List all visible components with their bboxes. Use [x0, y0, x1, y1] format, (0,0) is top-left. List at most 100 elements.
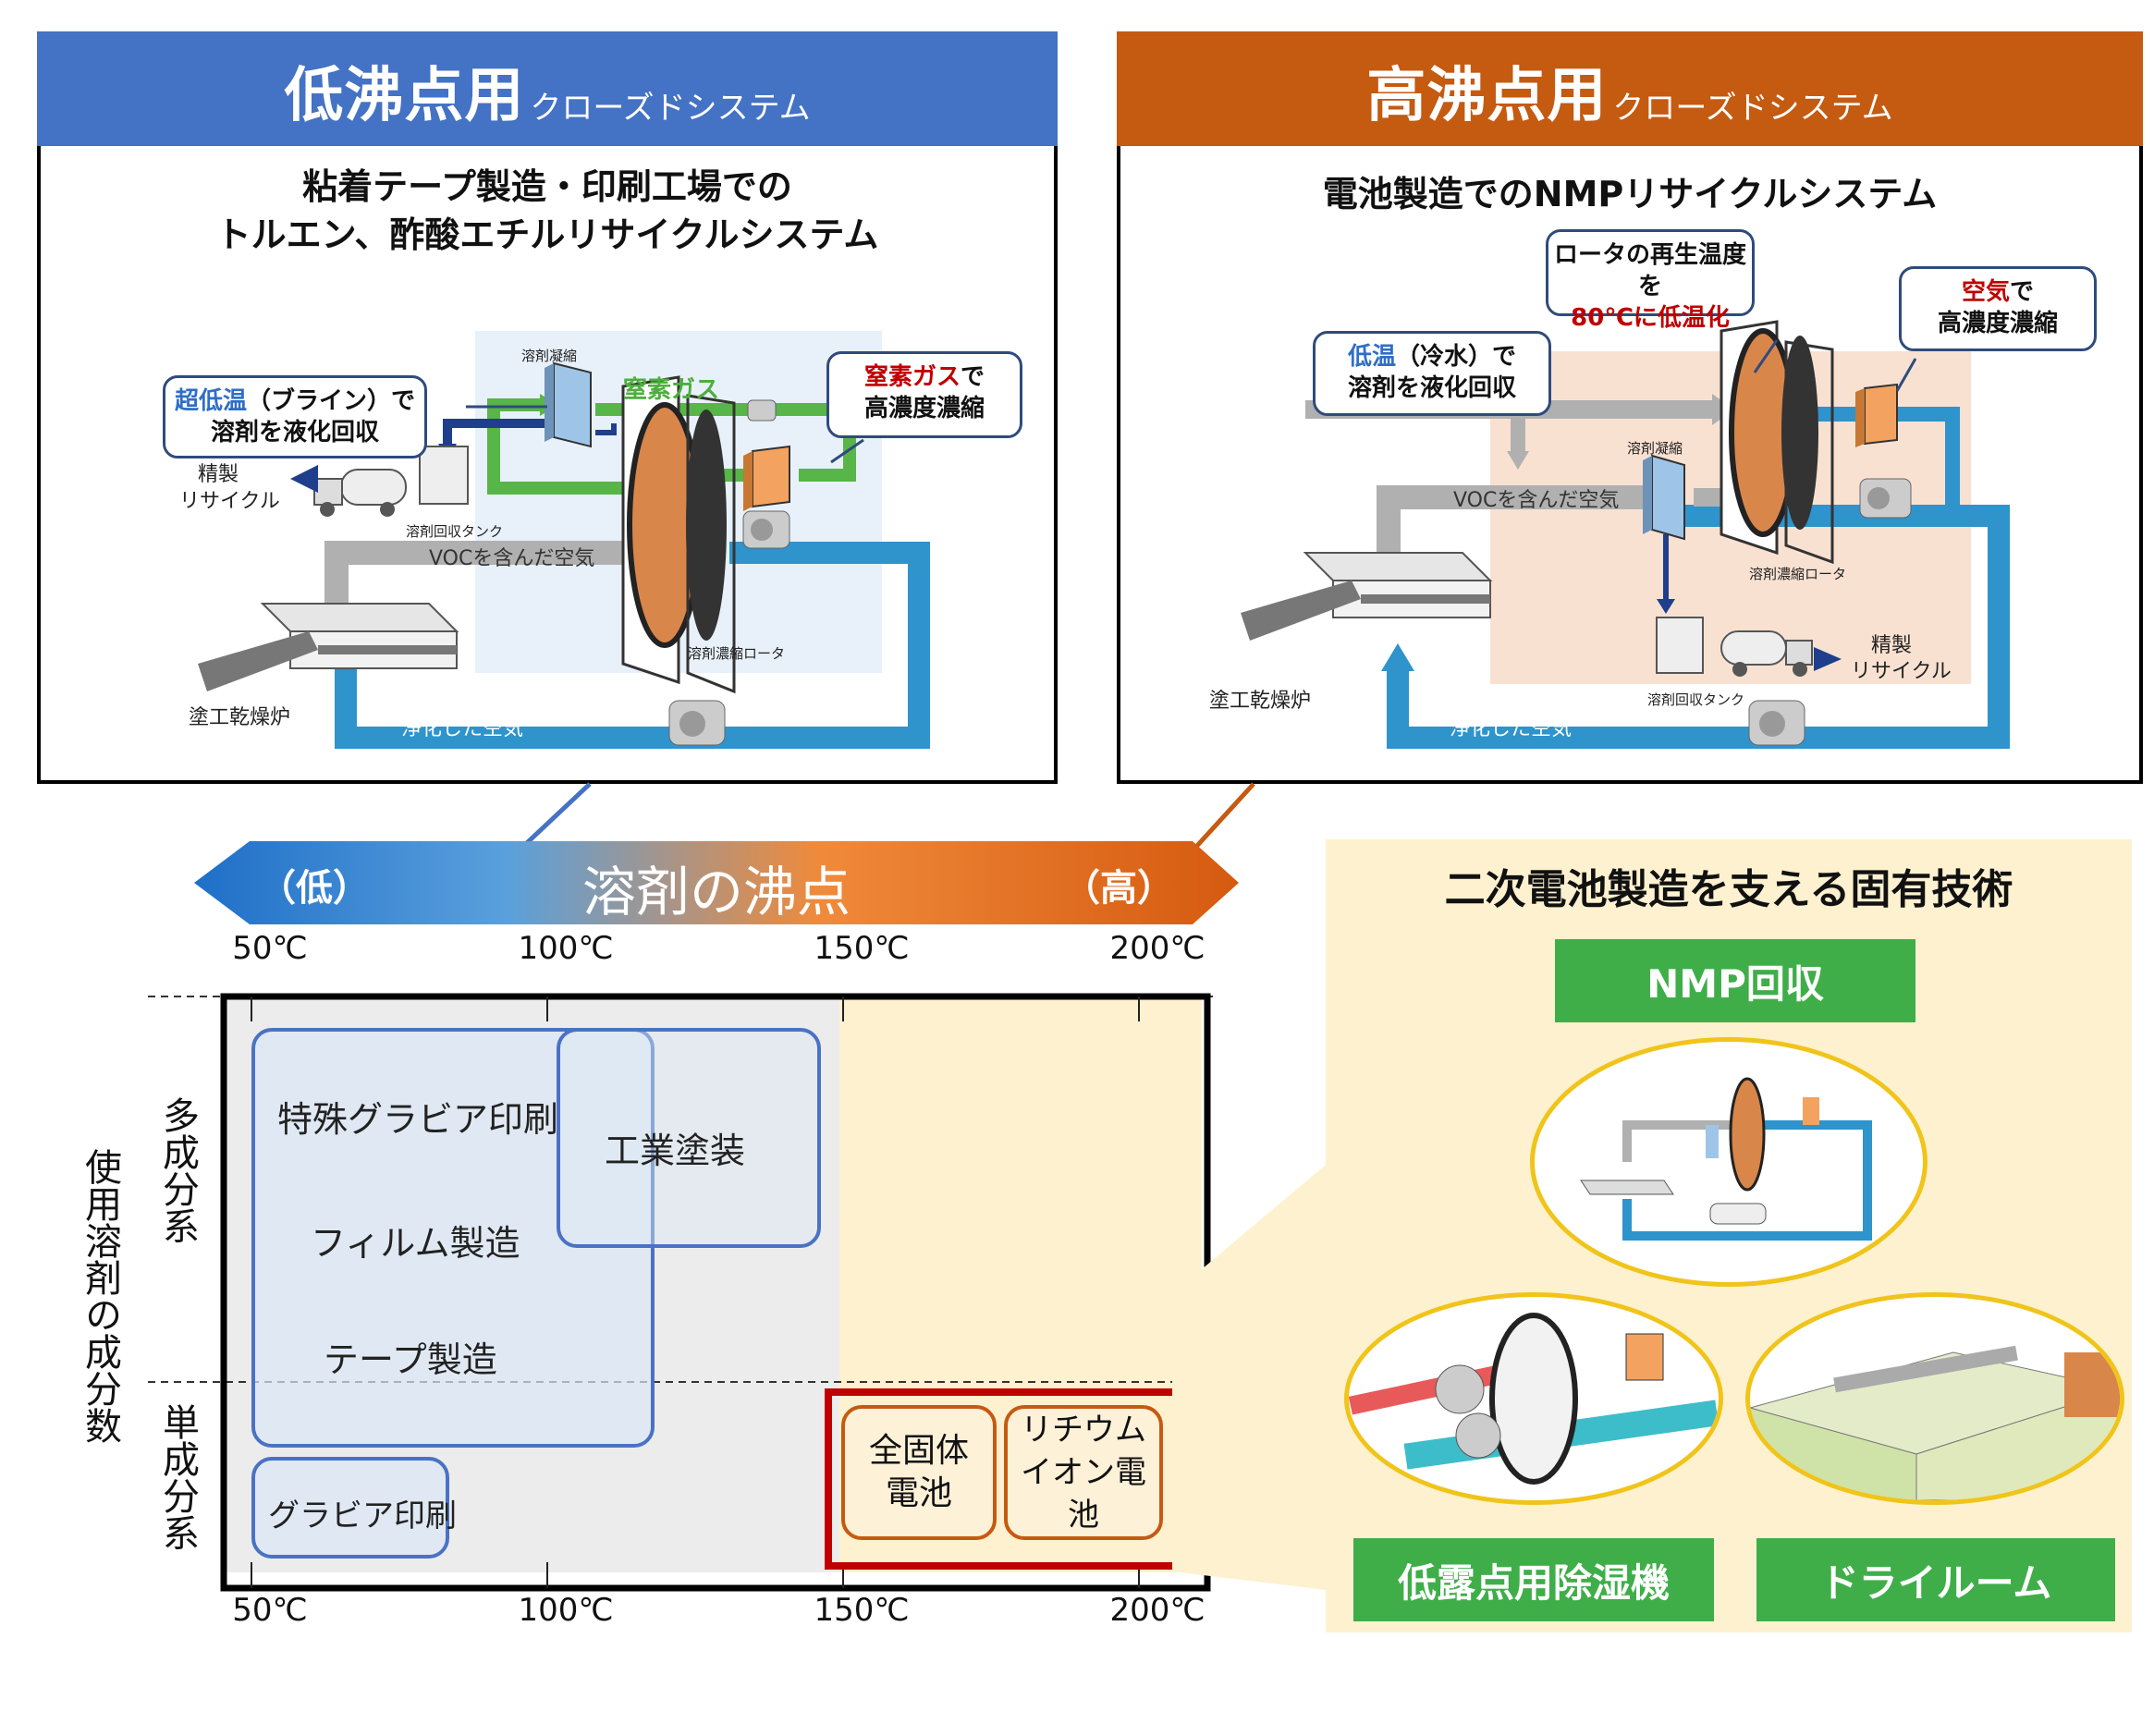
nmp-diagram-oval — [1530, 1037, 1928, 1287]
right-label-tank: 溶剤回収タンク — [1647, 691, 1745, 708]
left-rotor-icon — [621, 375, 736, 694]
box-all-solid-battery: 全固体電池 — [841, 1405, 997, 1540]
label-tape: テープ製造 — [324, 1339, 497, 1380]
right-callout-air: 空気で 高濃度濃縮 — [1899, 266, 2097, 351]
tick-top-200: 200℃ — [1109, 930, 1206, 967]
right-callout1-line1: ロータの再生温度を — [1553, 241, 1746, 300]
boiling-high-label: （高） — [1063, 867, 1174, 910]
left-fan-icons — [668, 399, 790, 746]
right-label-refined: 精製 — [1871, 634, 1913, 657]
left-callout1-highlight: 超低温 — [174, 387, 247, 415]
right-label-voc: VOCを含んだ空気 — [1453, 489, 1620, 512]
boiling-arrow-title: 溶剤の沸点 — [582, 861, 851, 923]
right-callout2-rest: で — [2010, 278, 2035, 306]
right-label-recycle: リサイクル — [1851, 660, 1952, 683]
dryroom-image — [1750, 1345, 2120, 1500]
tick-bottom-200: 200℃ — [1109, 1592, 1206, 1629]
region-industrial-coating — [557, 1028, 821, 1248]
panel-connectors — [488, 782, 1255, 880]
left-callout2-highlight: 窒素ガス — [863, 363, 961, 391]
left-label-clean-air: 浄化した空気 — [401, 717, 524, 740]
left-callout1-line2: 溶剤を液化回収 — [210, 419, 379, 446]
y-label-single: 単成分系 — [156, 1403, 199, 1559]
left-callout-nitrogen: 窒素ガスで 高濃度濃縮 — [826, 351, 1022, 438]
right-filter-icon — [1855, 383, 1898, 447]
right-tank-icon — [1656, 617, 1704, 674]
nmp-recovery-label: NMP回収 — [1555, 939, 1915, 1022]
tick-top-150: 150℃ — [814, 930, 910, 967]
right-callout3-rest: （冷水）で — [1396, 343, 1517, 371]
left-callout2-line2: 高濃度濃縮 — [863, 395, 985, 422]
left-tank-icon — [419, 446, 469, 505]
right-condenser-icon — [1643, 454, 1685, 541]
right-callout-rotor: ロータの再生温度を 80℃に低温化 — [1546, 229, 1755, 332]
left-header-subtitle: クローズドシステム — [530, 90, 811, 127]
right-rotor-icon — [1720, 320, 1834, 565]
boiling-point-arrow — [194, 841, 1239, 924]
tech-panel-title: 二次電池製造を支える固有技術 — [1444, 866, 2013, 913]
left-condenser-icon — [545, 361, 592, 448]
right-panel-title: 電池製造でのNMPリサイクルシステム — [1322, 174, 1938, 214]
left-header: 低沸点用 クローズドシステム — [37, 31, 1058, 146]
all-solid-line1: 全固体 — [868, 1432, 969, 1470]
label-industrial-coating: 工業塗装 — [605, 1131, 746, 1171]
left-label-refined: 精製 — [198, 463, 239, 486]
right-callout1-line2: 80℃に低温化 — [1571, 304, 1730, 332]
boiling-low-label: （低） — [259, 867, 370, 910]
right-label-rotor: 溶剤濃縮ロータ — [1749, 566, 1847, 582]
right-callout3-highlight: 低温 — [1347, 343, 1396, 371]
right-label-condenser: 溶剤凝縮 — [1627, 440, 1683, 457]
left-label-tank: 溶剤回収タンク — [406, 523, 504, 540]
left-label-recycle: リサイクル — [179, 490, 280, 513]
left-process-diagram — [198, 331, 930, 749]
left-label-oven: 塗工乾燥炉 — [189, 706, 291, 729]
right-label-clean-air: 浄化した空気 — [1450, 717, 1573, 740]
y-axis-title-text: 使用溶剤の成分数 — [79, 1148, 121, 1444]
left-callout1-rest: （ブライン）で — [247, 387, 416, 415]
right-header: 高沸点用 クローズドシステム — [1117, 31, 2143, 146]
tick-bottom-150: 150℃ — [814, 1592, 910, 1629]
right-fan-icons — [1748, 478, 1912, 746]
right-oven-icon — [1241, 552, 1493, 641]
y-label-multi-text: 多成分系 — [156, 1096, 199, 1244]
right-callout2-highlight: 空気 — [1961, 278, 2010, 306]
tick-bottom-100: 100℃ — [518, 1592, 614, 1629]
box-lithium-ion-battery: リチウムイオン電池 — [1004, 1405, 1163, 1540]
left-panel-title-2: トルエン、酢酸エチルリサイクルシステム — [215, 214, 879, 255]
nmp-mini-diagram — [1580, 1077, 1872, 1241]
all-solid-line2: 電池 — [885, 1474, 952, 1512]
left-oven-icon — [198, 603, 459, 691]
region-film-tape — [251, 1028, 655, 1448]
right-callout3-line2: 溶剤を液化回収 — [1347, 374, 1516, 402]
lithium-line1: リチウム — [1021, 1412, 1146, 1449]
y-label-single-text: 単成分系 — [156, 1403, 199, 1551]
right-callout2-line2: 高濃度濃縮 — [1937, 310, 2058, 337]
region-gravure — [251, 1457, 449, 1559]
label-gravure: グラビア印刷 — [268, 1498, 457, 1534]
right-diagram-panel: 電池製造でのNMPリサイクルシステム — [1117, 146, 2143, 784]
tick-top-50: 50℃ — [232, 930, 308, 967]
dehumidifier-image — [1349, 1313, 1719, 1485]
right-callout-coldwater: 低温（冷水）で 溶剤を液化回収 — [1313, 331, 1551, 416]
tick-top-100: 100℃ — [518, 930, 614, 967]
left-label-rotor: 溶剤濃縮ロータ — [688, 645, 786, 662]
right-header-subtitle: クローズドシステム — [1612, 90, 1893, 127]
dry-room-label: ドライルーム — [1756, 1538, 2115, 1621]
y-axis-title: 使用溶剤の成分数 — [79, 1148, 121, 1452]
low-dewpoint-dehumidifier-label: 低露点用除湿機 — [1353, 1538, 1714, 1621]
left-callout2-rest: で — [961, 363, 985, 391]
label-special-gravure: 特殊グラビア印刷 — [277, 1099, 559, 1140]
right-label-oven: 塗工乾燥炉 — [1209, 690, 1312, 713]
dehumidifier-oval — [1344, 1292, 1723, 1505]
left-filter-icon — [743, 445, 790, 511]
lithium-line2: イオン電池 — [1021, 1454, 1146, 1534]
left-callout-cryogenic: 超低温（ブライン）で 溶剤を液化回収 — [163, 375, 427, 458]
left-label-condenser: 溶剤凝縮 — [521, 348, 578, 364]
tick-bottom-50: 50℃ — [232, 1592, 308, 1629]
left-diagram-panel: 粘着テープ製造・印刷工場での トルエン、酢酸エチルリサイクルシステム — [37, 146, 1058, 784]
dryroom-oval — [1745, 1292, 2124, 1505]
right-header-title: 高沸点用 — [1366, 62, 1608, 130]
left-recycle-arrow — [290, 465, 318, 493]
tech-panel-connector — [1172, 1165, 1326, 1590]
left-truck-icon — [313, 469, 407, 517]
